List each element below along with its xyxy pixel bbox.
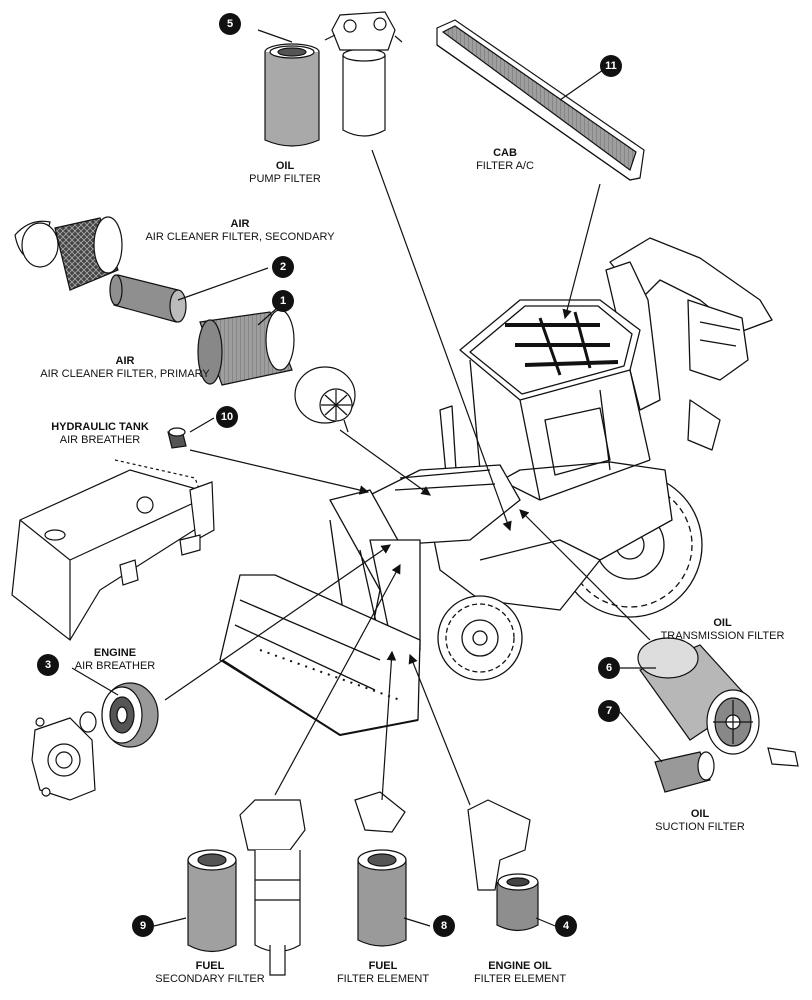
label-engine-oil-filter: ENGINE OIL FILTER ELEMENT bbox=[455, 960, 585, 986]
label-subtitle: PUMP FILTER bbox=[249, 173, 321, 185]
label-subtitle: FILTER ELEMENT bbox=[473, 973, 567, 985]
cab-ac-filter-illustration bbox=[436, 19, 645, 181]
label-oil-pump-filter: OIL PUMP FILTER bbox=[230, 160, 340, 186]
label-subtitle: SUCTION FILTER bbox=[655, 821, 745, 833]
transmission-suction-filters-illustration bbox=[637, 637, 799, 793]
label-hydraulic-tank: HYDRAULIC TANK AIR BREATHER bbox=[30, 421, 170, 447]
label-fuel-element: FUEL FILTER ELEMENT bbox=[318, 960, 448, 986]
label-title: ENGINE bbox=[93, 647, 137, 659]
callout-badge-7: 7 bbox=[598, 700, 620, 722]
callout-badge-9: 9 bbox=[132, 915, 154, 937]
air-cleaner-filters-illustration bbox=[14, 216, 356, 433]
label-title: OIL bbox=[713, 617, 732, 629]
leader-lines bbox=[71, 29, 663, 929]
callout-badge-1: 1 bbox=[272, 290, 294, 312]
label-title: AIR bbox=[115, 355, 135, 367]
fuel-filters-illustration bbox=[187, 791, 407, 976]
callout-badge-10: 10 bbox=[216, 406, 238, 428]
label-title: FUEL bbox=[195, 960, 225, 972]
oil-pump-filter-illustration bbox=[264, 11, 403, 147]
label-subtitle: SECONDARY FILTER bbox=[155, 973, 265, 985]
callout-badge-2: 2 bbox=[272, 256, 294, 278]
label-subtitle: FILTER A/C bbox=[476, 160, 534, 172]
label-title: AIR bbox=[230, 218, 250, 230]
callout-badge-11: 11 bbox=[600, 55, 622, 77]
label-subtitle: AIR BREATHER bbox=[74, 660, 156, 672]
label-subtitle: AIR CLEANER FILTER, SECONDARY bbox=[145, 231, 335, 243]
callout-badge-3: 3 bbox=[37, 654, 59, 676]
callout-badge-5: 5 bbox=[219, 13, 241, 35]
label-title: HYDRAULIC TANK bbox=[51, 421, 149, 433]
label-transmission-filter: OIL TRANSMISSION FILTER bbox=[645, 617, 800, 643]
callout-badge-4: 4 bbox=[555, 915, 577, 937]
label-air-primary: AIR AIR CLEANER FILTER, PRIMARY bbox=[20, 355, 230, 381]
label-subtitle: FILTER ELEMENT bbox=[336, 973, 430, 985]
label-title: CAB bbox=[493, 147, 517, 159]
label-suction-filter: OIL SUCTION FILTER bbox=[640, 808, 760, 834]
callout-badge-8: 8 bbox=[433, 915, 455, 937]
callout-badge-6: 6 bbox=[598, 657, 620, 679]
hydraulic-tank-illustration bbox=[11, 427, 215, 641]
label-subtitle: AIR BREATHER bbox=[59, 434, 141, 446]
label-title: ENGINE OIL bbox=[488, 960, 552, 972]
engine-air-breather-illustration bbox=[31, 682, 159, 801]
engine-oil-filter-illustration bbox=[467, 799, 539, 932]
label-cab-filter: CAB FILTER A/C bbox=[450, 147, 560, 173]
label-subtitle: TRANSMISSION FILTER bbox=[660, 630, 785, 642]
backhoe-loader bbox=[219, 237, 773, 736]
label-title: OIL bbox=[275, 160, 295, 172]
label-title: OIL bbox=[690, 808, 710, 820]
label-air-secondary: AIR AIR CLEANER FILTER, SECONDARY bbox=[125, 218, 355, 244]
label-fuel-secondary: FUEL SECONDARY FILTER bbox=[140, 960, 280, 986]
label-engine-air-breather: ENGINE AIR BREATHER bbox=[55, 647, 175, 673]
label-subtitle: AIR CLEANER FILTER, PRIMARY bbox=[40, 368, 210, 380]
label-title: FUEL bbox=[368, 960, 398, 972]
